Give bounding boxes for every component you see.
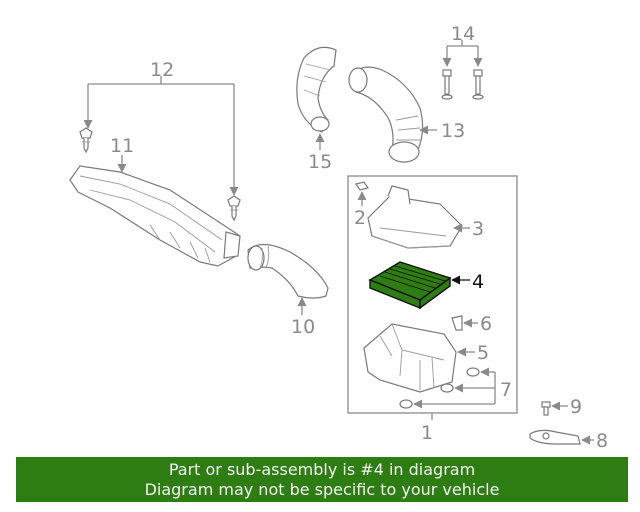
callout-1: 1 xyxy=(421,422,433,444)
info-banner: Part or sub-assembly is #4 in diagram Di… xyxy=(16,457,628,502)
callout-6: 6 xyxy=(480,313,492,335)
grommet-icons xyxy=(399,367,480,409)
push-pin-right-icon xyxy=(227,195,241,222)
callout-4: 4 xyxy=(472,271,484,293)
callout-8: 8 xyxy=(596,430,608,452)
bolt-right-icon xyxy=(472,69,484,100)
clip-part xyxy=(355,181,369,191)
bolt-left-icon xyxy=(441,69,453,100)
air-tube-part xyxy=(348,66,424,163)
callout-13: 13 xyxy=(441,120,465,142)
callout-10: 10 xyxy=(291,316,315,338)
intake-duct-part xyxy=(69,165,241,267)
resonator-tube-part xyxy=(296,46,337,133)
inlet-hose-part xyxy=(247,243,329,299)
callout-5: 5 xyxy=(477,342,489,364)
callout-11: 11 xyxy=(110,135,134,157)
push-pin-left-icon xyxy=(79,127,93,154)
callout-14: 14 xyxy=(451,23,475,45)
lower-housing-part xyxy=(363,323,457,393)
banner-line-2: Diagram may not be specific to your vehi… xyxy=(144,480,500,499)
clip-small-part xyxy=(451,315,463,331)
callout-12: 12 xyxy=(150,59,174,81)
callout-7: 7 xyxy=(500,379,512,401)
banner-line-1: Part or sub-assembly is #4 in diagram xyxy=(168,460,476,479)
callout-2: 2 xyxy=(354,207,366,229)
air-filter-part xyxy=(368,261,452,310)
callout-15: 15 xyxy=(308,151,332,173)
bracket-part xyxy=(529,429,581,445)
screw-icon xyxy=(541,401,551,416)
air-cleaner-cover-part xyxy=(367,185,463,249)
callout-9: 9 xyxy=(570,396,582,418)
callout-3: 3 xyxy=(472,218,484,240)
